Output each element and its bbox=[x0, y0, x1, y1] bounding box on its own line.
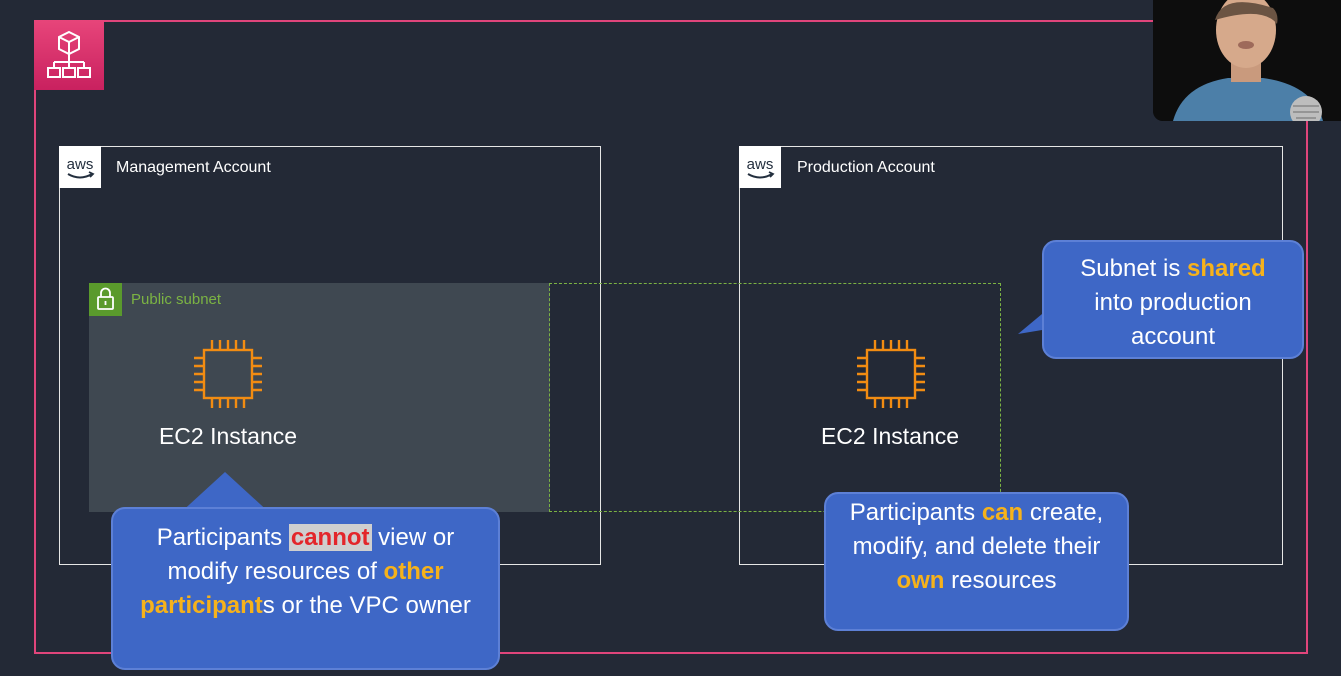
callout-participants-can: Participants can create, modify, and del… bbox=[824, 492, 1129, 631]
svg-text:aws: aws bbox=[67, 156, 94, 173]
ec2-instance-label: EC2 Instance bbox=[820, 423, 960, 449]
organization-icon bbox=[34, 20, 104, 90]
production-account-label: Production Account bbox=[797, 159, 935, 176]
shared-subnet-outline bbox=[549, 283, 1001, 512]
aws-logo-icon: aws bbox=[59, 146, 101, 188]
management-account-label: Management Account bbox=[116, 159, 271, 176]
callout-subnet-shared: Subnet is shared into production account bbox=[1042, 240, 1304, 359]
aws-logo-icon: aws bbox=[739, 146, 781, 188]
ec2-chip-icon bbox=[190, 336, 266, 412]
callout-participants-cannot: Participants cannot view or modify resou… bbox=[111, 507, 500, 670]
public-subnet-label: Public subnet bbox=[131, 291, 222, 308]
organization-frame bbox=[34, 20, 1308, 654]
ec2-instance-label: EC2 Instance bbox=[158, 423, 298, 449]
lock-icon bbox=[89, 283, 122, 316]
ec2-chip-icon bbox=[853, 336, 929, 412]
svg-text:aws: aws bbox=[747, 156, 774, 173]
callout-pointer bbox=[178, 472, 272, 515]
public-subnet bbox=[89, 283, 550, 512]
presenter-webcam bbox=[1153, 0, 1341, 121]
